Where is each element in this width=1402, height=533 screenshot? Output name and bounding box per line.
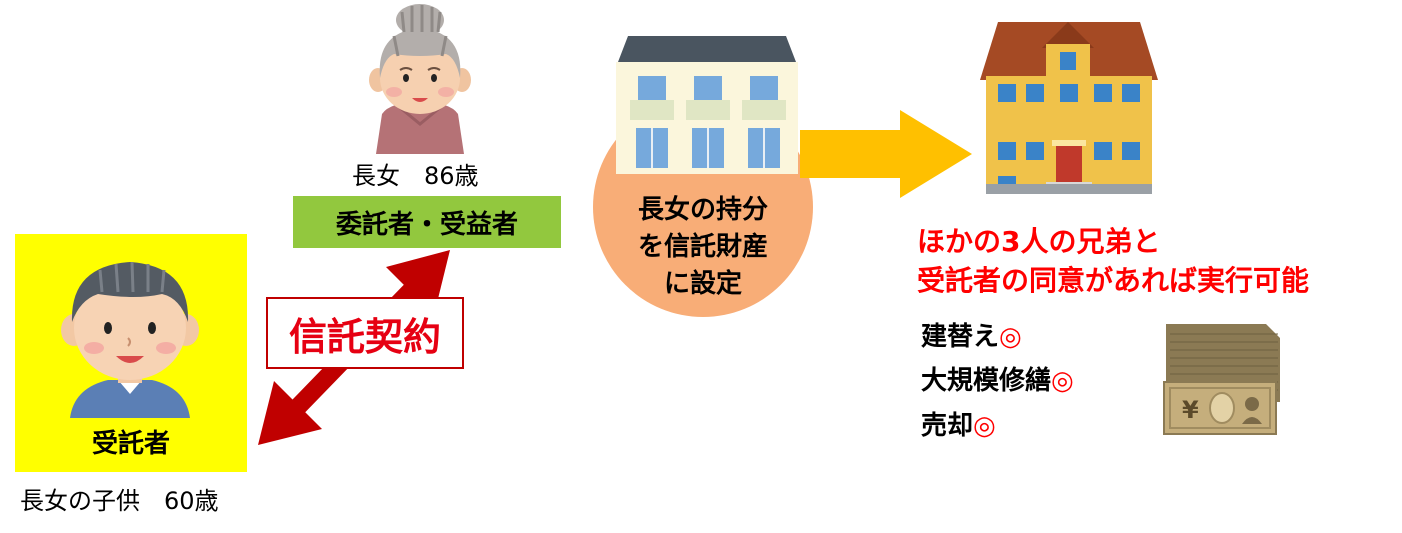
action-rebuild: 建替え◎	[921, 316, 1022, 353]
settlor-role-box: 委託者・受益者	[293, 196, 561, 248]
trust-contract-label: 信託契約	[266, 297, 464, 369]
action-major-repair-mark: ◎	[1051, 366, 1074, 396]
settlor-caption: 長女 86歳	[352, 162, 479, 190]
property-text-line-3: に設定	[663, 269, 742, 299]
trustee-label: 受託者	[91, 429, 170, 459]
action-major-repair-label: 大規模修繕	[921, 366, 1052, 396]
svg-text:¥: ¥	[1182, 396, 1199, 424]
result-line-1: ほかの3人の兄弟と	[917, 225, 1161, 258]
result-line-2: 受託者の同意があれば実行可能	[917, 264, 1310, 297]
elderly-woman-icon	[369, 4, 471, 154]
man-icon	[61, 261, 199, 418]
yen-bills-icon: ¥	[1163, 324, 1280, 435]
action-major-repair: 大規模修繕◎	[921, 360, 1074, 397]
property-text: 長女の持分 を信託財産 に設定	[598, 192, 808, 303]
apartment-building-icon	[616, 36, 798, 174]
house-icon	[980, 22, 1158, 194]
action-rebuild-mark: ◎	[999, 322, 1022, 352]
property-text-line-2: を信託財産	[637, 232, 768, 262]
action-rebuild-label: 建替え	[921, 322, 1000, 352]
flow-arrow	[800, 110, 972, 198]
action-sale-mark: ◎	[973, 411, 996, 441]
action-sale: 売却◎	[921, 405, 996, 442]
trustee-caption: 長女の子供 60歳	[20, 487, 219, 515]
property-text-line-1: 長女の持分	[637, 195, 768, 225]
action-sale-label: 売却	[921, 411, 974, 441]
